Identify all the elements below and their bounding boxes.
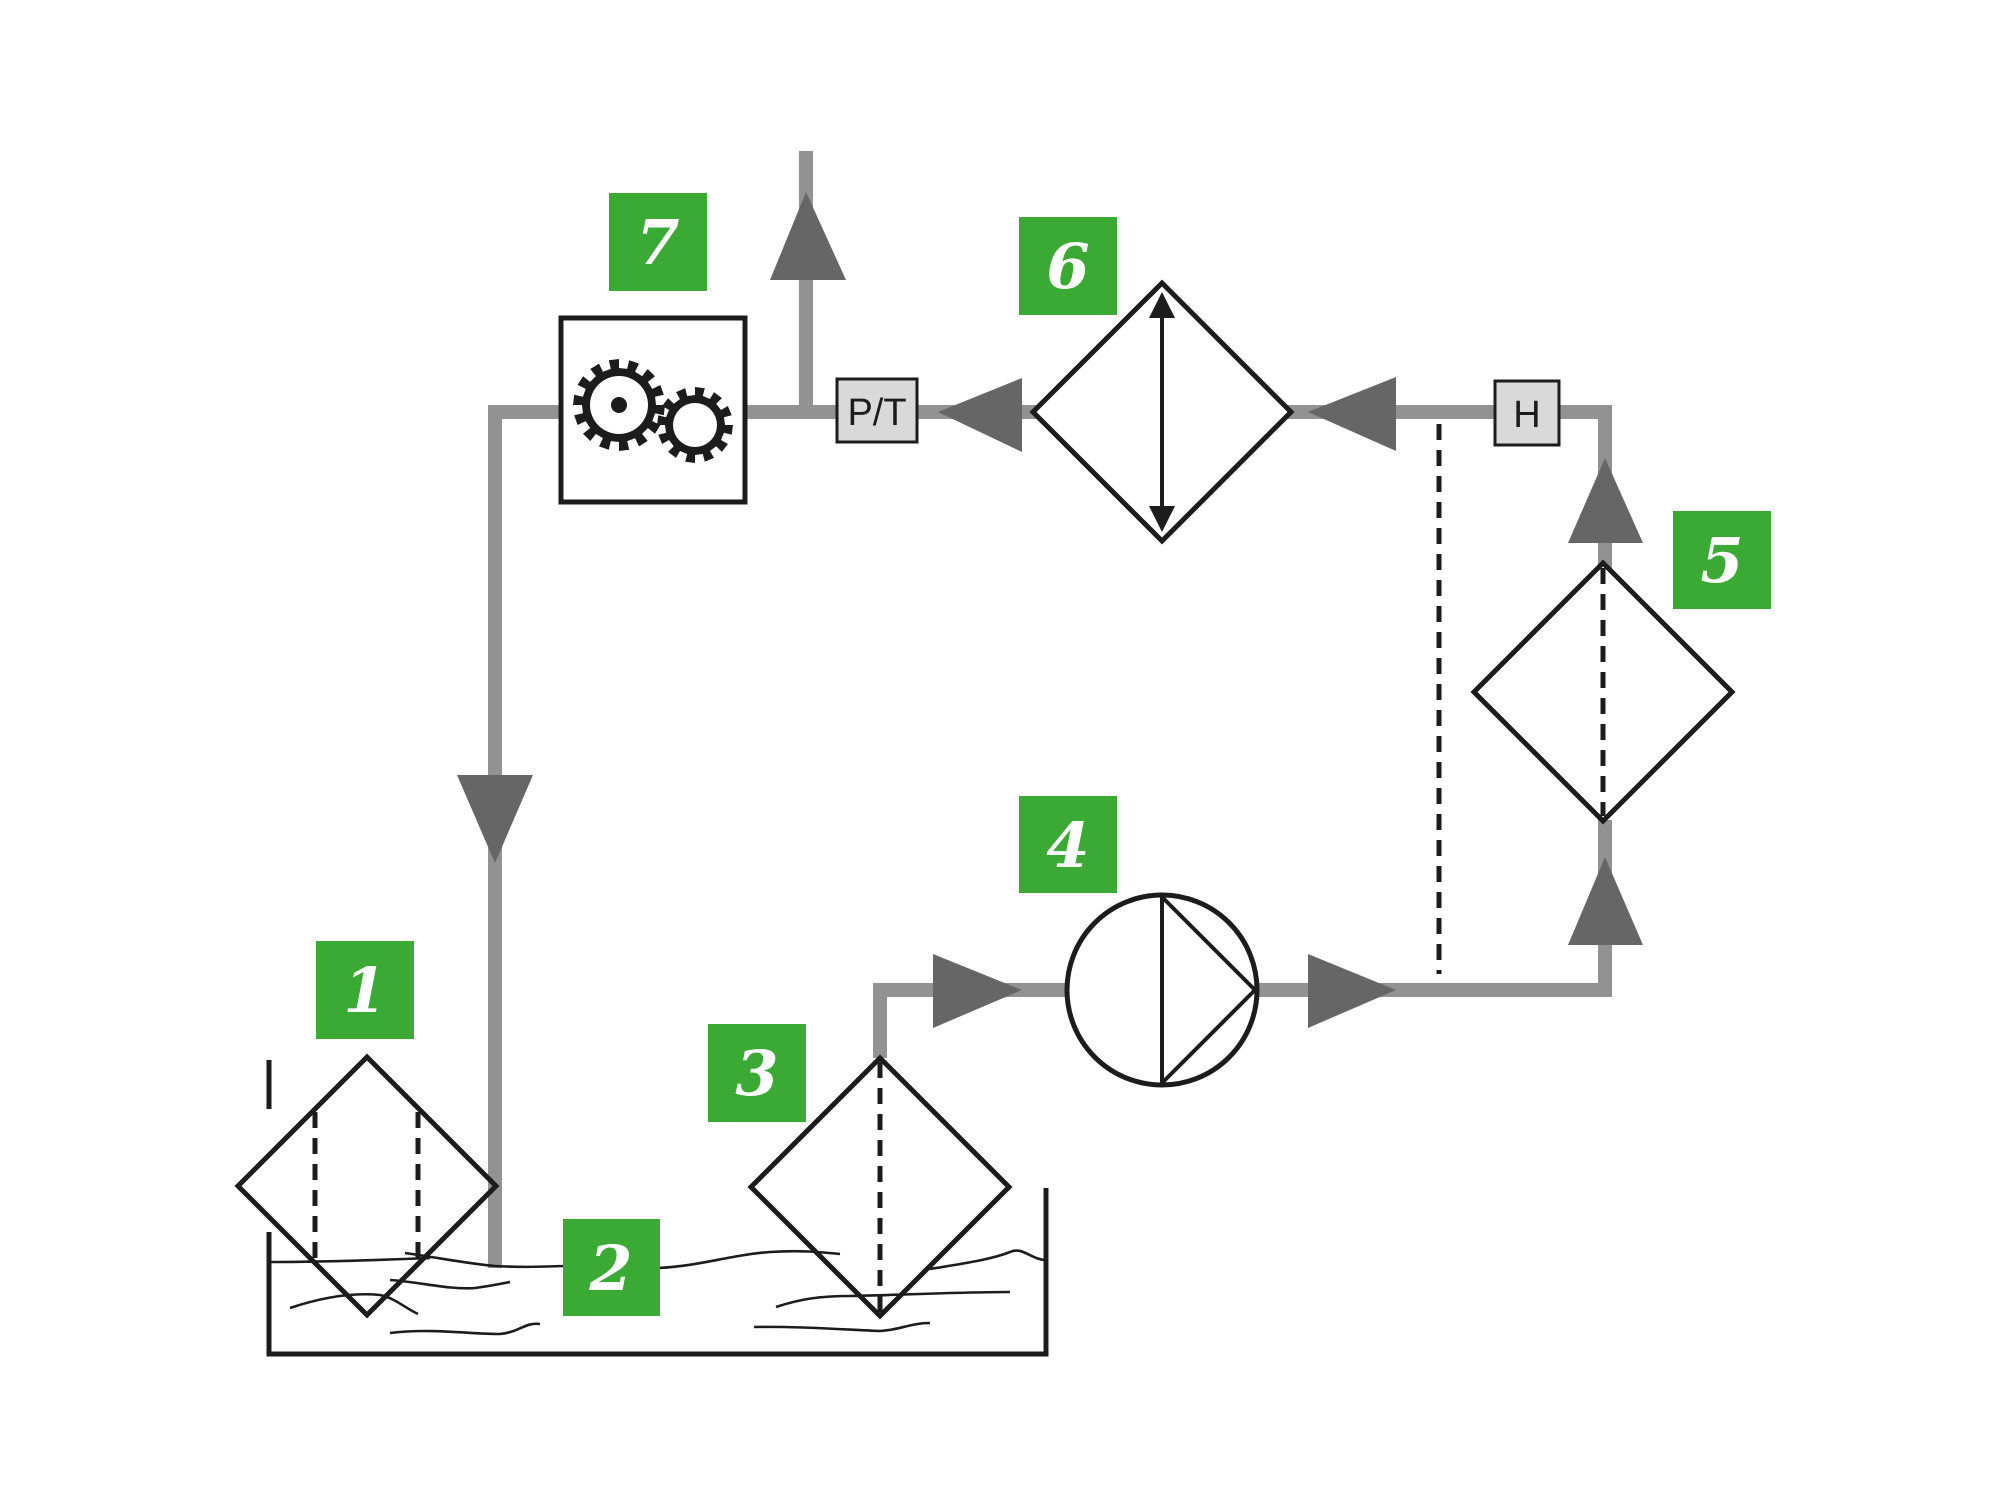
arrow-up-icon <box>1149 292 1175 318</box>
h-tag-label: H <box>1513 394 1540 436</box>
gears-icon <box>573 359 733 463</box>
fluid-wave <box>389 1278 511 1290</box>
flow-arrow-icon <box>1308 377 1396 451</box>
fluid-wave <box>753 1321 931 1333</box>
badge-5: 5 <box>1673 511 1771 609</box>
pressure-temperature-tag: P/T <box>835 377 919 444</box>
fluid-wave <box>658 1249 841 1270</box>
flow-arrow-icon <box>938 378 1022 452</box>
badge-4-label: 4 <box>1046 809 1089 882</box>
pump-icon <box>1064 892 1260 1088</box>
heat-exchanger <box>1029 279 1295 545</box>
large-gear-icon <box>573 359 665 451</box>
fluid-wave <box>404 1251 564 1269</box>
badge-2-label: 2 <box>588 1232 632 1305</box>
badges: 7 6 5 4 3 2 1 <box>316 193 1771 1316</box>
badge-6-label: 6 <box>1046 230 1089 303</box>
flow-arrow-icon <box>1308 954 1396 1028</box>
badge-5-label: 5 <box>1700 524 1743 597</box>
gearbox <box>558 315 748 505</box>
badge-3-label: 3 <box>735 1037 778 1110</box>
pipe-left-down <box>488 405 561 1268</box>
pt-tag-label: P/T <box>847 392 906 434</box>
arrow-down-icon <box>1149 506 1175 532</box>
badge-4: 4 <box>1019 796 1117 893</box>
fluid-wave <box>389 1322 541 1336</box>
small-gear-icon <box>657 387 733 463</box>
humidity-tag: H <box>1493 379 1561 447</box>
badge-1-label: 1 <box>343 954 386 1027</box>
flow-arrow-icon <box>1568 857 1643 945</box>
fluid-wave <box>289 1292 419 1316</box>
flow-arrow-icon <box>933 954 1022 1028</box>
flow-arrow-icon <box>457 775 533 863</box>
flow-arrow-icon <box>1568 458 1643 543</box>
badge-6: 6 <box>1019 217 1117 315</box>
badge-2: 2 <box>563 1219 660 1316</box>
pressure-filter <box>1470 559 1736 825</box>
suction-filter <box>234 1053 500 1319</box>
badge-1: 1 <box>316 941 414 1039</box>
fluid-wave <box>929 1249 1047 1271</box>
badge-7: 7 <box>609 193 707 291</box>
flow-arrow-icon <box>770 192 846 280</box>
badge-3: 3 <box>708 1024 806 1122</box>
submerged-strainer <box>747 1054 1013 1320</box>
fluid-wave <box>268 1256 431 1264</box>
flow-arrows <box>457 192 1643 1028</box>
badge-7-label: 7 <box>636 206 679 279</box>
